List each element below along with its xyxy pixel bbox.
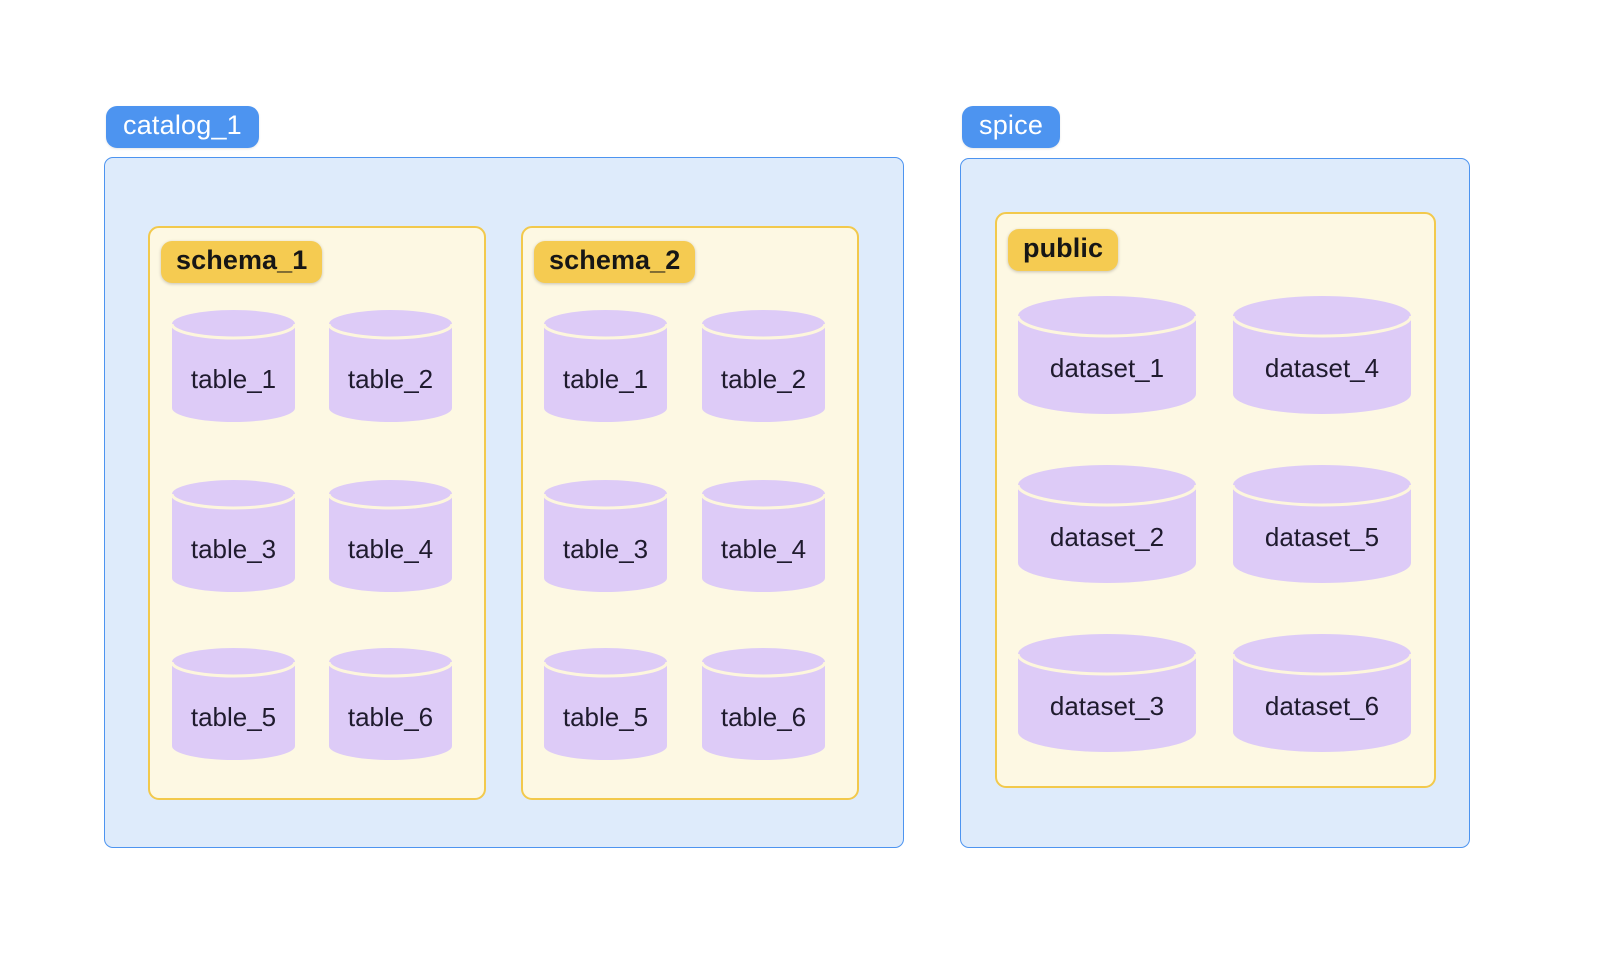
cylinder-shape [544, 648, 667, 760]
cylinder-shape [702, 310, 825, 422]
dataset-cylinder[interactable]: dataset_5 [1233, 465, 1411, 583]
cylinder-shape [1018, 296, 1196, 414]
catalog-name-pill[interactable]: catalog_1 [106, 106, 259, 148]
cylinder-shape [1018, 634, 1196, 752]
table-cylinder[interactable]: table_4 [329, 480, 452, 592]
cylinder-shape [702, 480, 825, 592]
cylinder-shape [172, 310, 295, 422]
catalog-name-pill[interactable]: spice [962, 106, 1061, 148]
cylinder-shape [702, 648, 825, 760]
table-cylinder[interactable]: table_5 [544, 648, 667, 760]
table-cylinder[interactable]: table_4 [702, 480, 825, 592]
table-cylinder[interactable]: table_1 [172, 310, 295, 422]
cylinder-shape [1233, 296, 1411, 414]
schema-name-pill[interactable]: schema_1 [161, 241, 323, 283]
cylinder-shape [329, 310, 452, 422]
cylinder-shape [1233, 465, 1411, 583]
dataset-cylinder[interactable]: dataset_6 [1233, 634, 1411, 752]
cylinder-shape [329, 648, 452, 760]
table-cylinder[interactable]: table_3 [172, 480, 295, 592]
schema-name-pill[interactable]: schema_2 [534, 241, 696, 283]
table-cylinder[interactable]: table_5 [172, 648, 295, 760]
cylinder-shape [172, 648, 295, 760]
dataset-cylinder[interactable]: dataset_1 [1018, 296, 1196, 414]
cylinder-shape [172, 480, 295, 592]
table-cylinder[interactable]: table_2 [702, 310, 825, 422]
table-cylinder[interactable]: table_6 [329, 648, 452, 760]
cylinder-shape [1018, 465, 1196, 583]
dataset-cylinder[interactable]: dataset_3 [1018, 634, 1196, 752]
table-cylinder[interactable]: table_6 [702, 648, 825, 760]
dataset-cylinder[interactable]: dataset_2 [1018, 465, 1196, 583]
table-cylinder[interactable]: table_3 [544, 480, 667, 592]
dataset-cylinder[interactable]: dataset_4 [1233, 296, 1411, 414]
schema-name-pill[interactable]: public [1008, 229, 1119, 271]
cylinder-shape [1233, 634, 1411, 752]
cylinder-shape [544, 480, 667, 592]
table-cylinder[interactable]: table_2 [329, 310, 452, 422]
cylinder-shape [544, 310, 667, 422]
table-cylinder[interactable]: table_1 [544, 310, 667, 422]
cylinder-shape [329, 480, 452, 592]
